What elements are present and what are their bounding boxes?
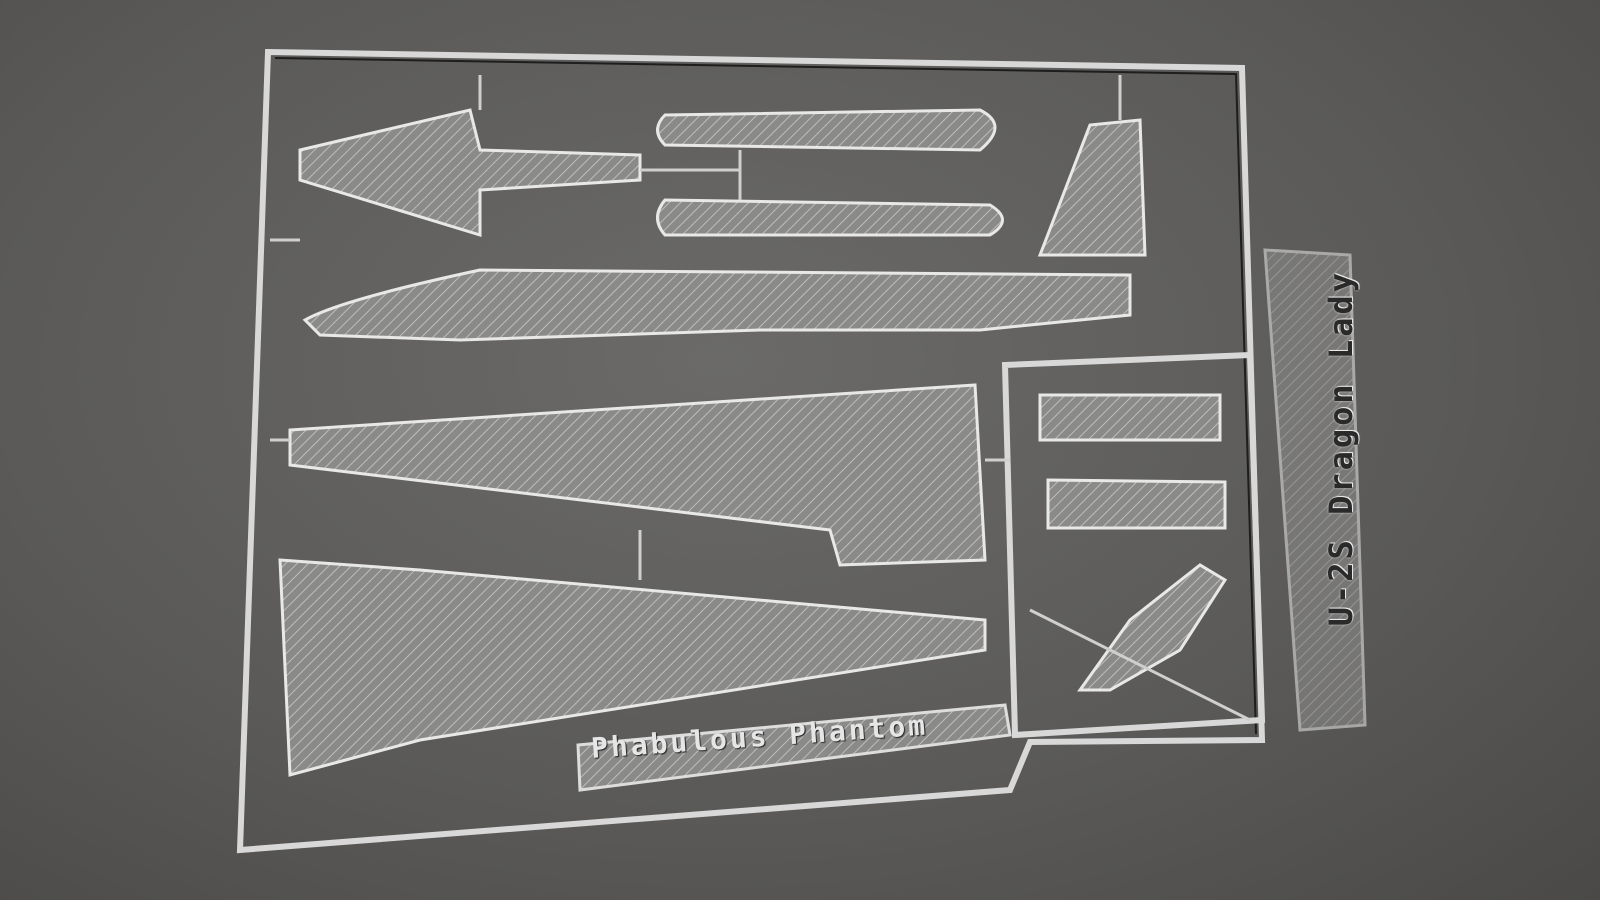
tag-right-panel xyxy=(1263,248,1367,732)
wing-part-lower xyxy=(278,558,987,777)
small-part-2 xyxy=(1046,478,1227,530)
small-part-1 xyxy=(1038,393,1222,442)
tailplane-part xyxy=(298,108,642,238)
small-part-3 xyxy=(1077,563,1228,692)
pod-part-top xyxy=(656,108,997,152)
inner-sprue-frame xyxy=(1001,351,1266,739)
tag-bottom-panel xyxy=(576,703,1012,792)
sprue-gates xyxy=(270,75,1251,722)
wing-part-upper xyxy=(288,383,987,567)
pod-part-bottom xyxy=(656,198,1004,237)
fuselage-part xyxy=(302,268,1132,342)
tag-right-text: U-2S Dragon Lady xyxy=(1322,270,1360,627)
vertical-fin-part xyxy=(1037,118,1147,257)
sprue-frame xyxy=(236,48,1266,854)
